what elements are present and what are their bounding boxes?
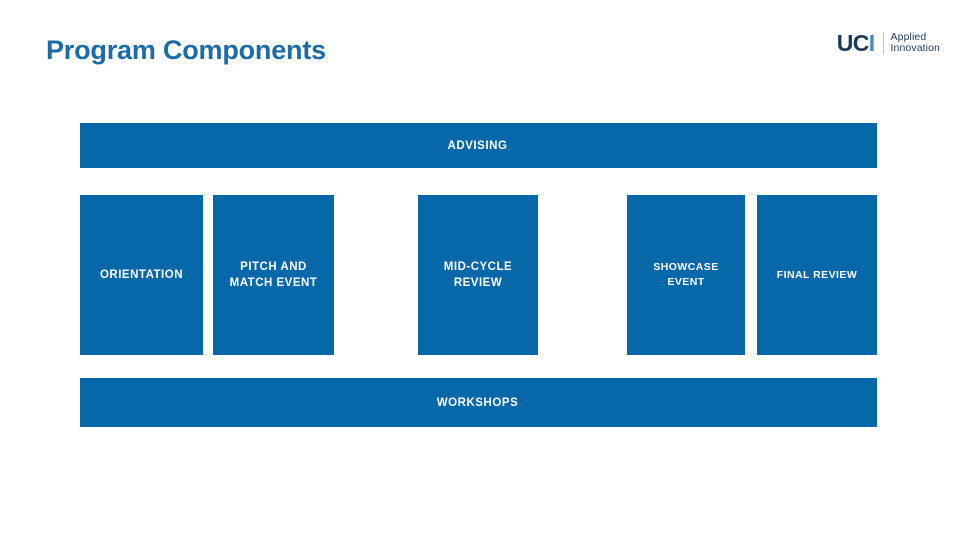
stage-box-mid-cycle-review: MID-CYCLE REVIEW <box>418 195 538 355</box>
logo-wordmark: Applied Innovation <box>890 30 940 55</box>
stage-label-showcase-event: SHOWCASE EVENT <box>653 261 719 288</box>
stage-box-pitch-and-match-event: PITCH AND MATCH EVENT <box>213 195 334 355</box>
logo-i-text: I <box>868 29 875 56</box>
stage-label-mid-cycle-review: MID-CYCLE REVIEW <box>443 261 513 289</box>
advising-band: ADVISING <box>80 123 877 168</box>
workshops-band: WORKSHOPS <box>80 378 877 427</box>
stage-label-pitch-and-match-event: PITCH AND MATCH EVENT <box>229 261 318 289</box>
advising-band-label: ADVISING <box>447 139 508 152</box>
uci-applied-innovation-logo: UC I Applied Innovation <box>837 28 940 58</box>
logo-uc-text: UC <box>836 29 870 56</box>
logo-wordmark-line1: Applied <box>890 30 927 43</box>
stage-label-final-review: FINAL REVIEW <box>776 268 858 281</box>
stage-box-showcase-event: SHOWCASE EVENT <box>627 195 745 355</box>
logo-divider <box>882 32 884 54</box>
stage-box-final-review: FINAL REVIEW <box>757 195 877 355</box>
stage-label-orientation: ORIENTATION <box>99 269 183 281</box>
stage-box-orientation: ORIENTATION <box>80 195 203 355</box>
logo-wordmark-line2: Innovation <box>890 42 940 54</box>
page-title: Program Components <box>46 35 326 65</box>
workshops-band-label: WORKSHOPS <box>436 396 519 409</box>
